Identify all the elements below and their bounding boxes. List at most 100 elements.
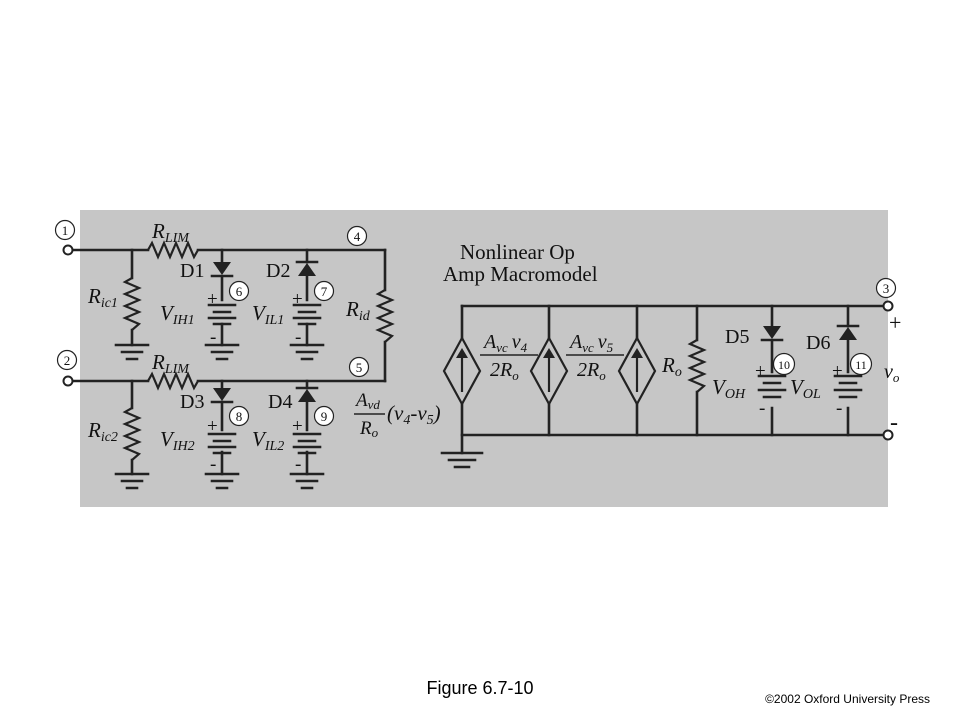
ccs-v5-source <box>617 304 657 437</box>
plus-sign: + <box>292 416 303 437</box>
d3-label: D3 <box>180 391 204 413</box>
d1-label: D1 <box>180 260 204 282</box>
node-1-marker: 1 <box>54 219 76 241</box>
node-8-label: 8 <box>236 409 243 424</box>
vil2-label: VIL2 <box>252 427 284 454</box>
vih2-label: VIH2 <box>160 427 195 454</box>
node-1-label: 1 <box>62 223 69 238</box>
minus-sign: - <box>210 454 216 475</box>
ccs1-denominator: 2Ro <box>490 359 519 383</box>
d2-label: D2 <box>266 260 290 282</box>
battery-icon <box>833 374 863 399</box>
ground-icon <box>204 472 240 490</box>
output-terminal-plus <box>882 300 894 312</box>
ground-icon <box>440 451 484 469</box>
ro-resistor <box>687 339 707 393</box>
node-3-marker: 3 <box>875 277 897 299</box>
ro-denominator: Ro <box>359 418 379 440</box>
input-stage: 1 2 4 5 6 7 8 9 RLIM <box>54 219 441 490</box>
output-bottom-rail <box>460 433 890 455</box>
node-5-label: 5 <box>356 360 363 375</box>
ccs-gain-source <box>442 304 482 437</box>
voh-label: VOH <box>712 375 746 402</box>
plus-sign: + <box>207 289 218 310</box>
node-3-label: 3 <box>883 281 890 296</box>
minus-sign: - <box>295 454 301 475</box>
node-10-label: 10 <box>778 358 790 372</box>
node-4-marker: 4 <box>346 225 368 247</box>
battery-icon <box>207 432 237 455</box>
node-7-label: 7 <box>321 284 328 299</box>
minus-sign: - <box>759 398 765 419</box>
ground-icon <box>114 343 150 361</box>
node-6-label: 6 <box>236 284 243 299</box>
diode-icon <box>298 263 316 276</box>
ccs2-denominator: 2Ro <box>577 359 606 383</box>
ground-icon <box>204 343 240 361</box>
input-terminal-1 <box>62 244 74 256</box>
d5-label: D5 <box>725 326 749 348</box>
ro-label: Ro <box>661 353 682 380</box>
battery-icon <box>757 374 787 399</box>
minus-sign: - <box>836 398 842 419</box>
node-2-label: 2 <box>64 353 71 368</box>
diode-icon <box>213 388 231 401</box>
input-terminal-2 <box>62 375 74 387</box>
output-plus-sign: + <box>889 310 901 335</box>
node-10-marker: 10 <box>772 352 796 376</box>
ccs-v4-source <box>529 304 569 437</box>
rid-resistor <box>375 289 395 343</box>
diagram-panel <box>80 210 888 507</box>
diode-icon <box>213 262 231 275</box>
diode-icon <box>763 326 781 339</box>
plus-sign: + <box>207 416 218 437</box>
vih1-label: VIH1 <box>160 301 195 328</box>
rlim-bottom-resistor <box>147 371 199 391</box>
rlim-top-resistor <box>147 240 199 260</box>
output-terminal-minus <box>882 429 894 441</box>
node-8-marker: 8 <box>228 405 250 427</box>
title-line-1: Nonlinear Op <box>460 240 575 264</box>
rid-label: Rid <box>345 297 371 324</box>
node-11-label: 11 <box>855 358 867 372</box>
diode-icon <box>298 389 316 402</box>
d4-label: D4 <box>268 391 292 413</box>
output-stage: Nonlinear Op Amp Macromodel <box>440 240 901 469</box>
rlim-top-label: RLIM <box>151 219 190 246</box>
v4-minus-v5-expression: (v4-v5) <box>387 401 441 428</box>
node-9-marker: 9 <box>313 405 335 427</box>
minus-sign: - <box>210 327 216 348</box>
output-minus-sign: - <box>890 410 898 436</box>
d6-label: D6 <box>806 332 830 354</box>
battery-icon <box>292 303 322 326</box>
battery-icon <box>292 432 322 455</box>
battery-icon <box>207 303 237 326</box>
node-4-label: 4 <box>354 229 361 244</box>
ric2-label: Ric2 <box>87 418 118 445</box>
figure-caption: Figure 6.7-10 <box>426 678 534 698</box>
copyright-notice: ©2002 Oxford University Press <box>765 692 930 706</box>
node-2-marker: 2 <box>56 349 78 371</box>
minus-sign: - <box>295 327 301 348</box>
node-7-marker: 7 <box>313 280 335 302</box>
ric1-label: Ric1 <box>87 284 118 311</box>
avd-numerator: Avd <box>354 390 380 412</box>
ric1-resistor <box>122 277 142 331</box>
ric2-resistor <box>122 407 142 461</box>
node-9-label: 9 <box>321 409 328 424</box>
ground-icon <box>289 343 325 361</box>
vil1-label: VIL1 <box>252 301 284 328</box>
plus-sign: + <box>755 361 766 382</box>
title-line-2: Amp Macromodel <box>443 262 598 286</box>
vo-label: vo <box>884 361 900 385</box>
node-5-marker: 5 <box>348 356 370 378</box>
node-6-marker: 6 <box>228 280 250 302</box>
node-11-marker: 11 <box>849 352 873 376</box>
ground-icon <box>289 472 325 490</box>
ground-icon <box>114 472 150 490</box>
vol-label: VOL <box>790 375 821 402</box>
